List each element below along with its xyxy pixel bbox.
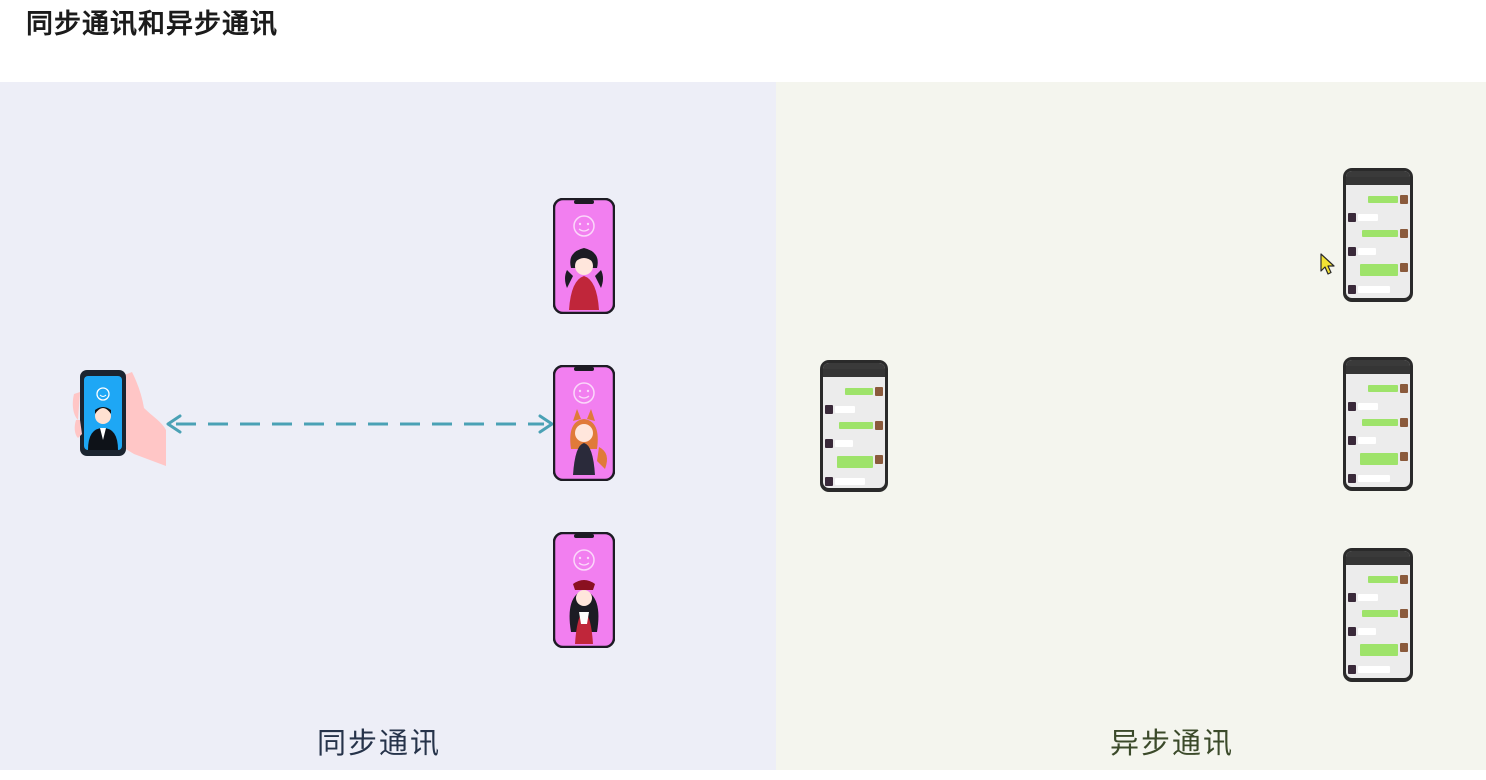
cursor-icon [1320, 253, 1336, 275]
sync-panel: 同步通讯 [0, 82, 776, 770]
sender-chat-phone [820, 360, 888, 492]
sync-caption: 同步通讯 [317, 720, 441, 762]
async-panel: 异步通讯 [776, 82, 1486, 770]
receiver-chat-phone-1 [1343, 168, 1413, 302]
async-caption: 异步通讯 [1110, 720, 1234, 762]
page-title: 同步通讯和异步通讯 [26, 2, 278, 41]
hand-holding-phone-icon [72, 364, 172, 466]
receiver-phone-2 [553, 365, 615, 481]
double-arrow-icon [160, 412, 560, 436]
receiver-phone-1 [553, 198, 615, 314]
receiver-phone-3 [553, 532, 615, 648]
receiver-chat-phone-3 [1343, 548, 1413, 682]
receiver-chat-phone-2 [1343, 357, 1413, 491]
